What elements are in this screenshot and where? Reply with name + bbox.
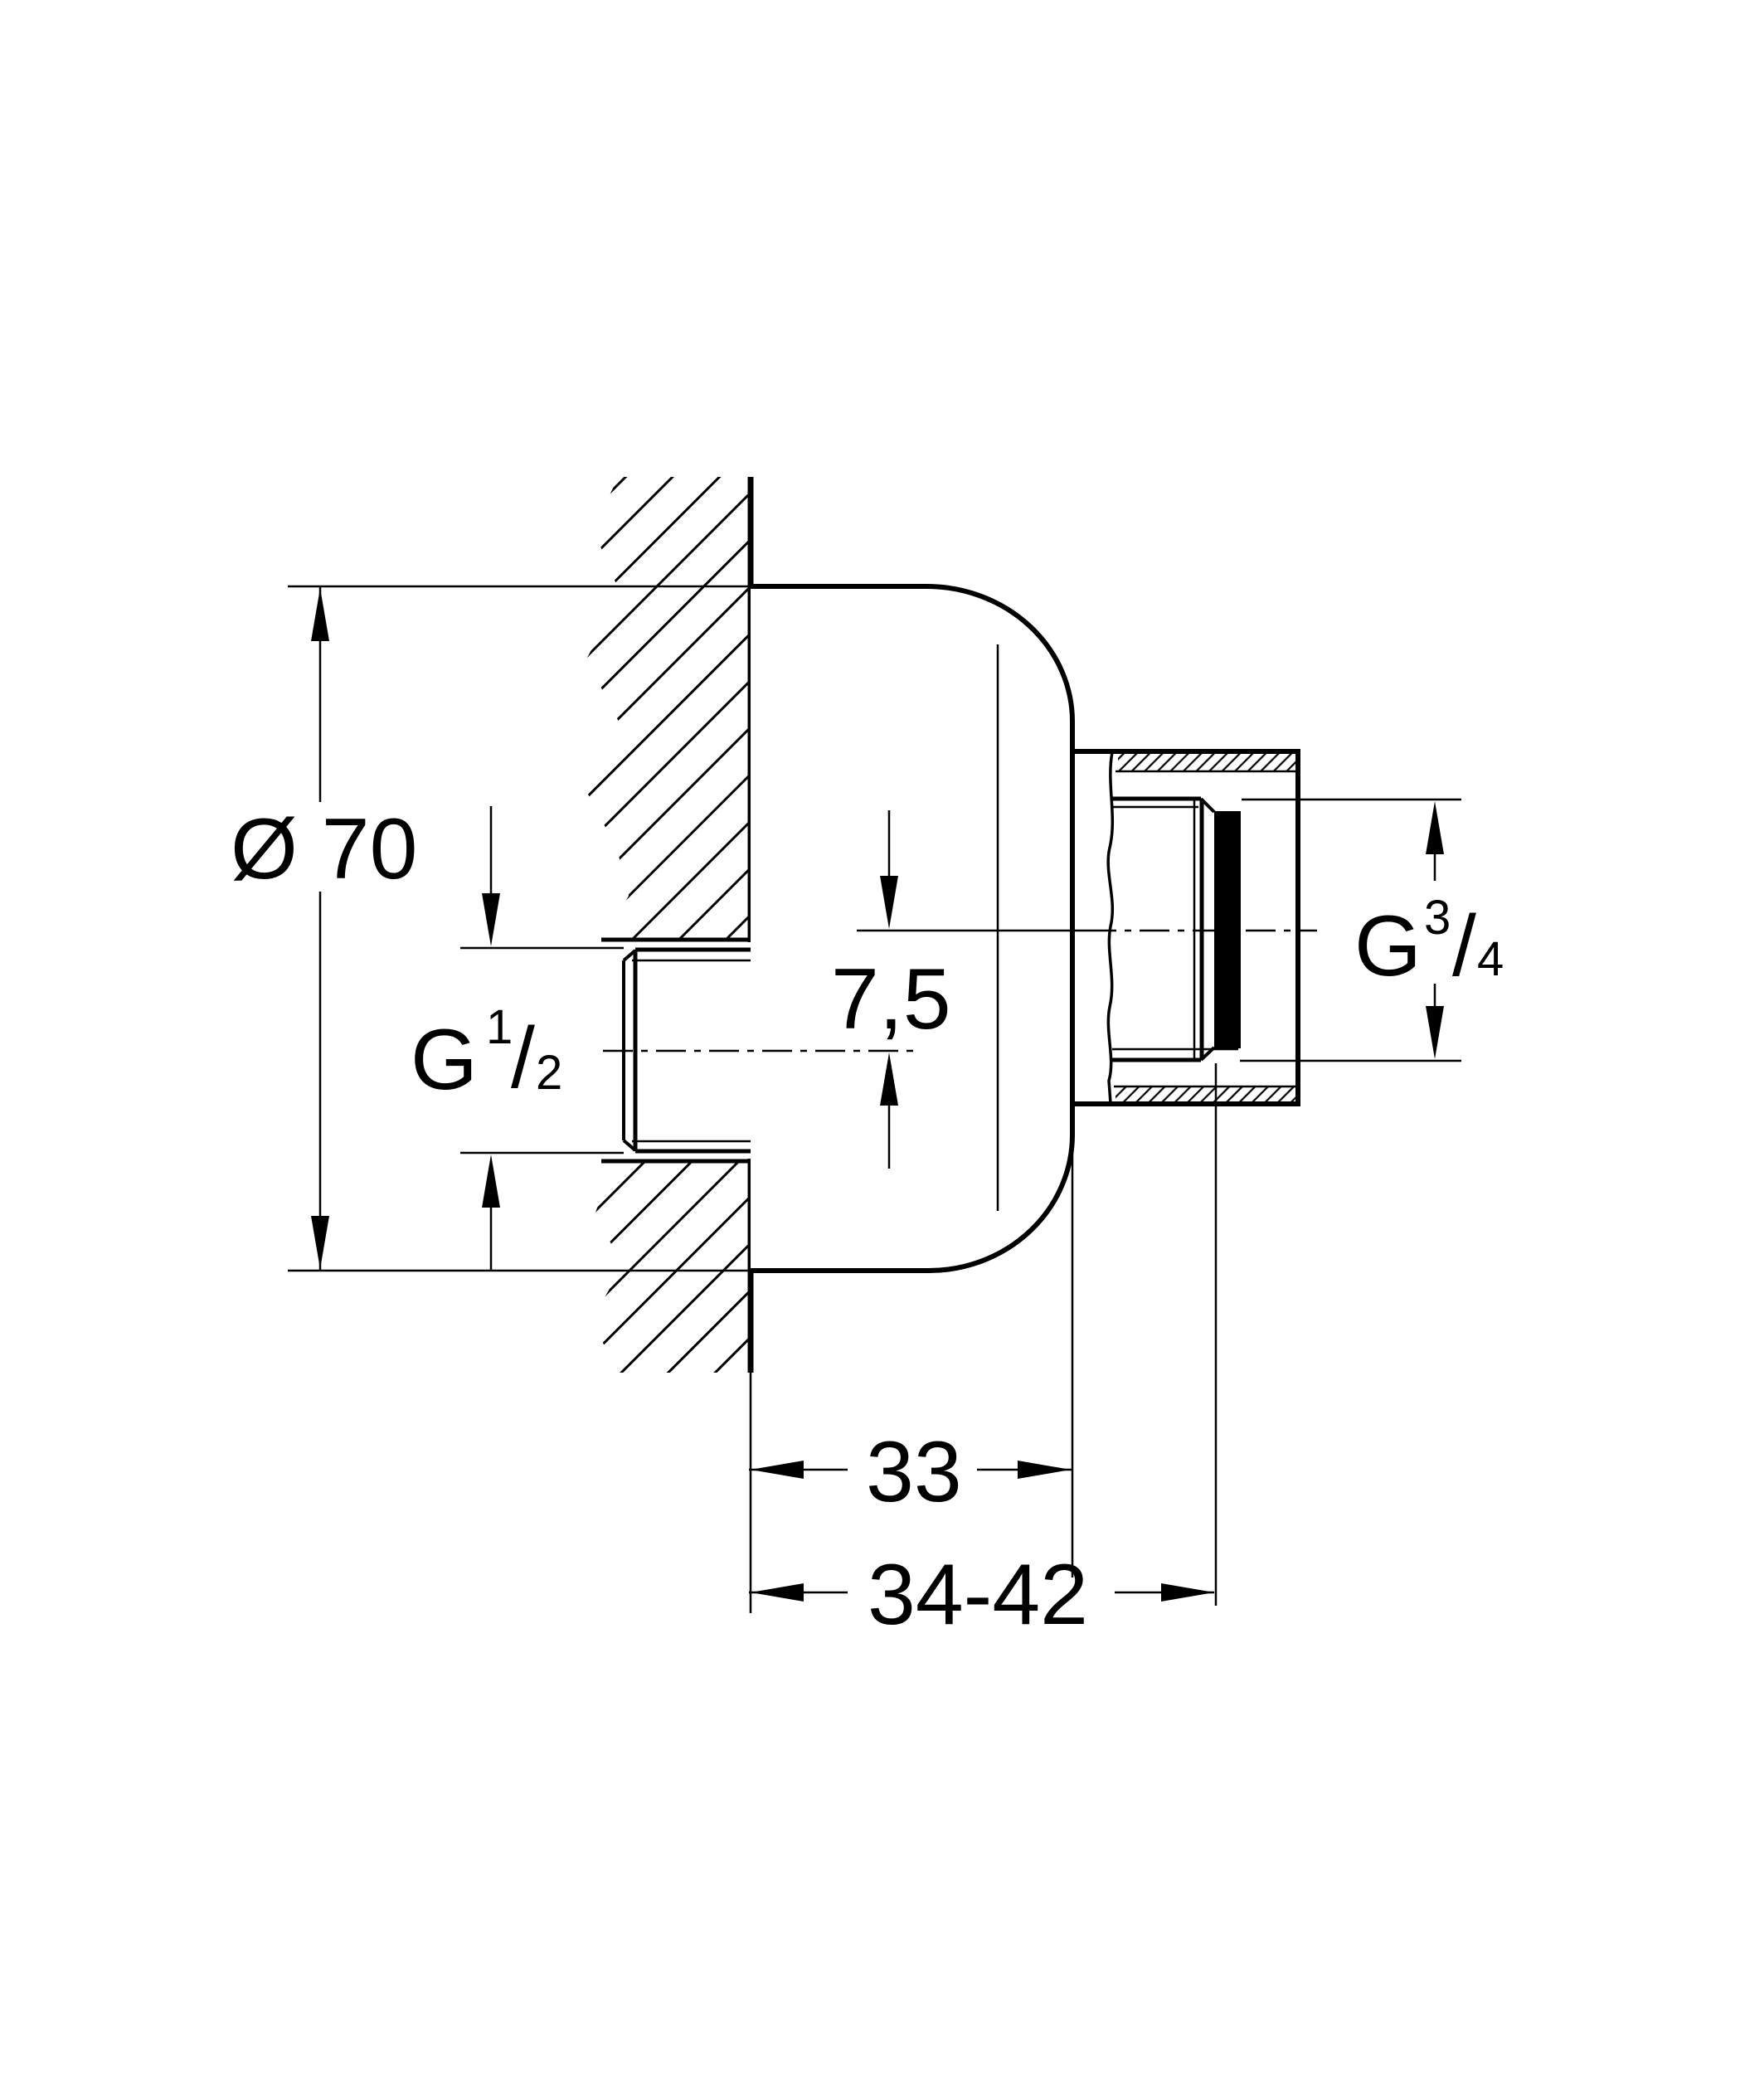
projection-label: 33 — [866, 1424, 962, 1520]
diameter-label: Ø 70 — [231, 801, 417, 897]
connector-thread-hatch-bottom — [1116, 1087, 1295, 1102]
arrowhead-left-icon — [751, 1461, 804, 1479]
arrowhead-down-icon — [1426, 1006, 1444, 1059]
arrowhead-right-icon — [1018, 1461, 1071, 1479]
arrowhead-left-icon — [751, 1583, 804, 1602]
break-line — [1106, 751, 1115, 1104]
stub-chamfer-bottom — [622, 1139, 637, 1152]
arrowhead-down-icon — [880, 876, 898, 929]
mounting-depth-label: 34-42 — [868, 1547, 1088, 1643]
g12-inlet-stub — [600, 942, 921, 1159]
arrowhead-right-icon — [1161, 1583, 1214, 1602]
body-fill — [751, 586, 1072, 1271]
stub-chamfer-top — [622, 949, 637, 962]
sleeve-chamfer-bottom — [1199, 1046, 1216, 1062]
dim-left-thread: G 1 / 2 — [411, 806, 624, 1271]
dim-diameter: Ø 70 — [231, 585, 751, 1272]
fixture-body — [751, 584, 1075, 1273]
drawing-ink-layer: Ø 70 7,5 G 1 / 2 — [231, 477, 1504, 1643]
dim-right-thread: G 3 / 4 — [1240, 798, 1504, 1062]
right-thread-label: G 3 / 4 — [1354, 891, 1504, 994]
arrowhead-up-icon — [311, 588, 329, 641]
dim-projection: 33 — [749, 1138, 1074, 1577]
dim-axis-offset: 7,5 — [831, 810, 1086, 1169]
arrowhead-up-icon — [1426, 801, 1444, 854]
body-outline — [751, 584, 1075, 1273]
wall-hatch-lower — [591, 1161, 751, 1373]
axis-offset-label: 7,5 — [831, 951, 951, 1048]
arrowhead-down-icon — [482, 893, 500, 946]
g34-union-connector — [1072, 749, 1317, 1106]
wall-section — [585, 477, 754, 1613]
sleeve-chamfer-top — [1199, 797, 1216, 814]
arrowhead-down-icon — [311, 1216, 329, 1269]
wall-hatch-upper — [585, 477, 751, 940]
connector-thread-hatch-top — [1118, 754, 1295, 770]
left-thread-label: G 1 / 2 — [411, 1000, 562, 1108]
dim-mounting-depth: 34-42 — [749, 1063, 1218, 1643]
arrowhead-up-icon — [880, 1052, 898, 1106]
arrowhead-up-icon — [482, 1155, 500, 1208]
